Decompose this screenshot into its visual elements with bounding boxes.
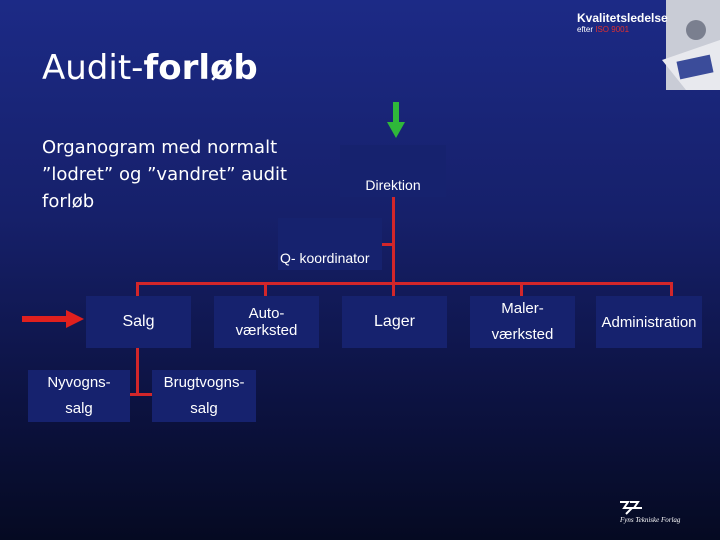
node-brugtvognssalg: Brugtvogns-salg bbox=[152, 370, 256, 422]
connector-auto-drop bbox=[264, 282, 267, 296]
title-plain: Audit- bbox=[42, 48, 144, 88]
book-cover-logo-icon bbox=[662, 0, 720, 90]
logo-title: Kvalitetsledelse bbox=[577, 11, 668, 25]
vertical-audit-arrow-icon bbox=[387, 102, 405, 138]
publisher-name: Fyns Tekniske Forlag bbox=[620, 516, 681, 524]
connector-salg-sub bbox=[128, 393, 154, 396]
slide-title: Audit-forløb bbox=[42, 48, 258, 88]
logo-iso: ISO 9001 bbox=[595, 25, 630, 34]
connector-koordinator-stub bbox=[380, 243, 395, 246]
connector-salg-drop bbox=[136, 282, 139, 296]
horizontal-audit-arrow-icon bbox=[22, 310, 84, 328]
node-direktion: Direktion bbox=[340, 145, 446, 197]
publisher-logo-icon bbox=[620, 501, 642, 515]
node-lager: Lager bbox=[342, 296, 447, 348]
connector-direktion-down bbox=[392, 196, 395, 284]
node-administration: Administration bbox=[596, 296, 702, 348]
node-nyvognssalg: Nyvogns-salg bbox=[28, 370, 130, 422]
connector-admin-drop bbox=[670, 282, 673, 296]
logo-subtitle: efter ISO 9001 bbox=[577, 25, 630, 34]
node-malervaerksted: Maler-værksted bbox=[470, 296, 575, 348]
connector-maler-drop bbox=[520, 282, 523, 296]
slide-subtitle: Organogram med normalt ”lodret” og ”vand… bbox=[42, 137, 288, 212]
connector-lager-drop bbox=[392, 282, 395, 296]
connector-salg-down bbox=[136, 346, 139, 396]
connector-horizontal-main bbox=[136, 282, 673, 285]
node-autovaerksted: Auto-værksted bbox=[214, 296, 319, 348]
node-salg: Salg bbox=[86, 296, 191, 348]
node-q-koordinator: Q- koordinator bbox=[278, 218, 382, 270]
title-bold: forløb bbox=[143, 48, 258, 88]
